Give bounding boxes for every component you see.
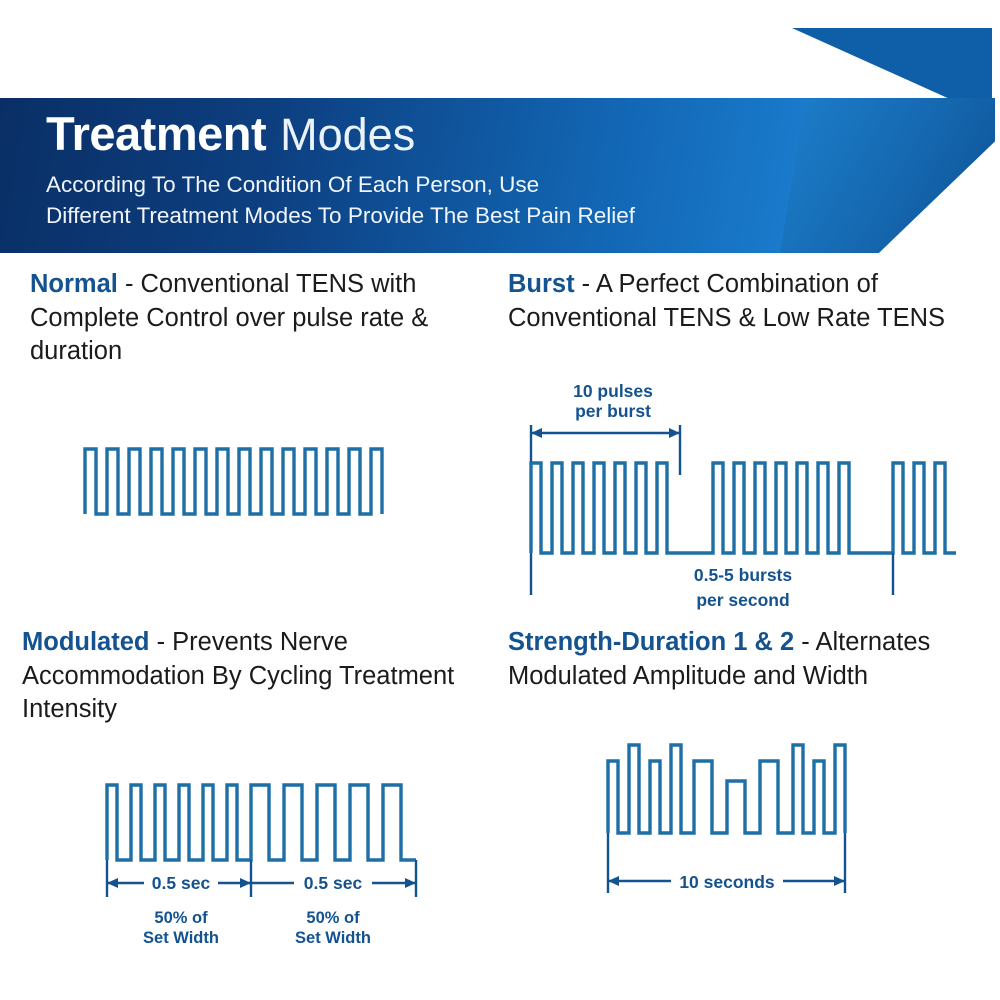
- page-title: Treatment Modes: [46, 110, 926, 157]
- mode-strength-duration-figure: 10 seconds: [508, 703, 988, 938]
- modulated-right-note-line1: 50% of: [306, 909, 360, 927]
- modulated-left-time-bg: [144, 870, 218, 895]
- header-banner: Treatment Modes According To The Conditi…: [0, 28, 1000, 253]
- waveform-normal-path: [83, 447, 384, 516]
- burst-bottom-label-group: per second: [696, 590, 789, 610]
- mode-strength-duration-heading: Strength-Duration 1 & 2 - Alternates Mod…: [508, 626, 988, 693]
- waveform-strength-duration: 10 seconds: [606, 743, 847, 895]
- title-light: Modes: [280, 109, 416, 160]
- mode-modulated-figure: 0.5 sec 0.5 sec 50% of Set Width 50% of …: [22, 737, 502, 972]
- mode-strength-duration-description: - Alternates Modulated Amplitude and Wid…: [508, 628, 931, 690]
- strength-duration-label: 10 seconds: [679, 872, 775, 892]
- burst-top-label-line2: per burst: [575, 401, 651, 421]
- subtitle-line-1: According To The Condition Of Each Perso…: [46, 172, 540, 197]
- modulated-right-time: 0.5 sec: [304, 873, 363, 893]
- mode-card-normal: Normal - Conventional TENS with Complete…: [30, 268, 510, 534]
- burst-bottom-label-line2: per second: [696, 590, 789, 610]
- modulated-right-time-bg: [294, 870, 372, 895]
- mode-strength-duration-name: Strength-Duration 1 & 2: [508, 628, 795, 656]
- modulated-left-note-line2: Set Width: [143, 929, 219, 947]
- mode-card-modulated: Modulated - Prevents Nerve Accommodation…: [22, 626, 502, 972]
- mode-burst-figure: 10 pulses per burst 0.5-5 bursts: [508, 345, 988, 623]
- mode-modulated-description: - Prevents Nerve Accommodation By Cyclin…: [22, 628, 455, 724]
- mode-normal-name: Normal: [30, 270, 118, 298]
- mode-modulated-heading: Modulated - Prevents Nerve Accommodation…: [22, 626, 502, 727]
- mode-burst-description: - A Perfect Combination of Conventional …: [508, 270, 946, 332]
- burst-pulses-dimension-arrow: [529, 425, 682, 476]
- title-bold: Treatment: [46, 107, 267, 160]
- subtitle-line-2: Different Treatment Modes To Provide The…: [46, 203, 636, 229]
- modes-grid: Normal - Conventional TENS with Complete…: [0, 248, 1000, 998]
- mode-burst-name: Burst: [508, 270, 575, 298]
- modulated-left-time: 0.5 sec: [152, 873, 211, 893]
- mode-burst-heading: Burst - A Perfect Combination of Convent…: [508, 268, 988, 335]
- waveform-strength-duration-path: [606, 743, 847, 836]
- mode-normal-description: - Conventional TENS with Complete Contro…: [30, 270, 429, 366]
- waveform-burst: 10 pulses per burst 0.5-5 bursts: [529, 381, 956, 609]
- mode-normal-heading: Normal - Conventional TENS with Complete…: [30, 268, 510, 369]
- waveform-modulated: 0.5 sec 0.5 sec 50% of Set Width 50% of …: [105, 783, 418, 947]
- waveform-burst-path: [529, 461, 956, 556]
- strength-duration-label-bg: [671, 868, 783, 895]
- waveform-modulated-path: [105, 783, 416, 862]
- mode-normal-figure: [30, 379, 510, 534]
- mode-card-burst: Burst - A Perfect Combination of Convent…: [508, 268, 988, 623]
- modulated-right-note-line2: Set Width: [295, 929, 371, 947]
- banner-text-block: Treatment Modes According To The Conditi…: [46, 110, 926, 231]
- mode-modulated-name: Modulated: [22, 628, 150, 656]
- burst-top-label-line1: 10 pulses: [573, 381, 653, 401]
- waveform-normal: [83, 447, 384, 516]
- modulated-left-note-line1: 50% of: [154, 909, 208, 927]
- burst-bottom-label-line1: 0.5-5 bursts: [694, 565, 792, 585]
- subtitle: According To The Condition Of Each Perso…: [46, 169, 926, 231]
- mode-card-strength-duration: Strength-Duration 1 & 2 - Alternates Mod…: [508, 626, 988, 938]
